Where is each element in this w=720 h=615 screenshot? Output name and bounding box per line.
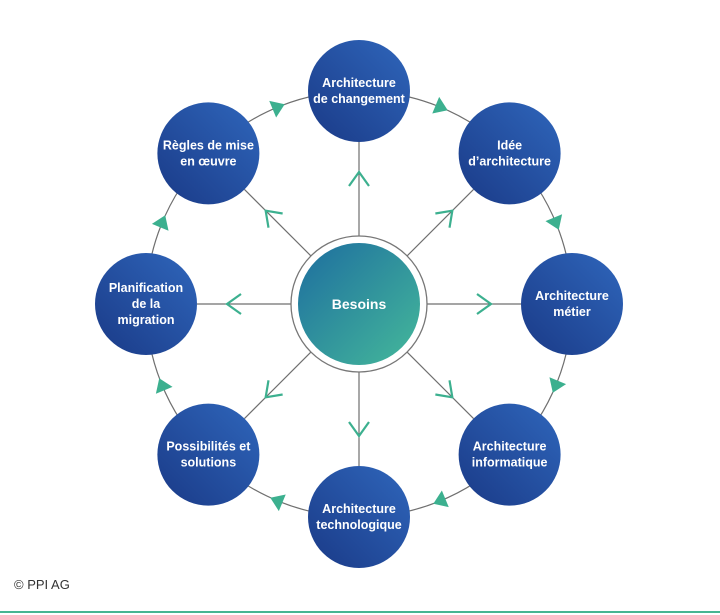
- spoke-arrow: [348, 421, 370, 438]
- cycle-arrow: [433, 490, 449, 508]
- spoke-arrow: [435, 380, 454, 399]
- spoke-arrow: [476, 293, 493, 315]
- node-idee-d-architecture: Idée d’architecture: [458, 102, 561, 205]
- cycle-arrow: [151, 215, 169, 231]
- node-label-line: Architecture: [322, 502, 396, 516]
- node-circle: [157, 102, 260, 205]
- node-label-line: Architecture: [322, 76, 396, 90]
- node-label-line: Planification: [109, 281, 183, 295]
- spoke-line: [406, 351, 474, 419]
- spoke-line: [244, 189, 312, 257]
- node-architecture-metier: Architecture métier: [521, 253, 623, 355]
- node-label-line: solutions: [181, 456, 237, 470]
- node-circle: [308, 40, 410, 142]
- node-circle: [308, 466, 410, 568]
- node-label-line: métier: [553, 305, 591, 319]
- cycle-arrow: [549, 377, 567, 393]
- node-circle: [157, 403, 260, 506]
- spoke-line: [406, 189, 474, 257]
- node-label-line: migration: [118, 313, 175, 327]
- node-architecture-de-changement: Architecture de changement: [308, 40, 410, 142]
- node-label-line: Architecture: [535, 289, 609, 303]
- center-label: Besoins: [332, 296, 387, 312]
- cycle-arrow: [270, 494, 286, 512]
- node-circle: [458, 102, 561, 205]
- node-label-line: d’architecture: [468, 154, 551, 168]
- node-label-line: Idée: [497, 138, 522, 152]
- bottom-divider: [0, 611, 720, 613]
- node-architecture-technologique: Architecture technologique: [308, 466, 410, 568]
- node-label-line: de changement: [313, 92, 406, 106]
- spoke-arrow: [348, 170, 370, 187]
- cycle-arrow: [432, 96, 448, 114]
- node-planification-de-la-migration: Planification de la migration: [95, 253, 197, 355]
- cycle-arrows: [151, 96, 567, 512]
- node-label-line: technologique: [316, 518, 401, 532]
- center-node: Besoins: [290, 235, 428, 373]
- cycle-arrow: [269, 100, 285, 118]
- node-circle: [458, 403, 561, 506]
- node-label-line: Possibilités et: [166, 440, 251, 454]
- node-regles-de-mise-en-oeuvre: Règles de mise en œuvre: [157, 102, 260, 205]
- node-label-line: informatique: [472, 456, 548, 470]
- cycle-arrow: [155, 378, 173, 394]
- node-label-line: en œuvre: [180, 154, 236, 168]
- node-circle: [521, 253, 623, 355]
- node-label-line: de la: [132, 297, 162, 311]
- center-circle: [298, 243, 420, 365]
- node-possibilites-et-solutions: Possibilités et solutions: [157, 403, 260, 506]
- spoke-line: [244, 351, 312, 419]
- copyright-text: © PPI AG: [14, 577, 70, 592]
- node-circle: [95, 253, 197, 355]
- node-label-line: Architecture: [473, 440, 547, 454]
- spokes: [197, 142, 521, 466]
- node-label-line: Règles de mise: [163, 138, 254, 152]
- node-architecture-informatique: Architecture informatique: [458, 403, 561, 506]
- cycle-arrow: [545, 214, 563, 230]
- spoke-arrow: [435, 209, 454, 228]
- spoke-arrow: [225, 293, 242, 315]
- spoke-arrow: [264, 380, 283, 399]
- spoke-arrow: [264, 209, 283, 228]
